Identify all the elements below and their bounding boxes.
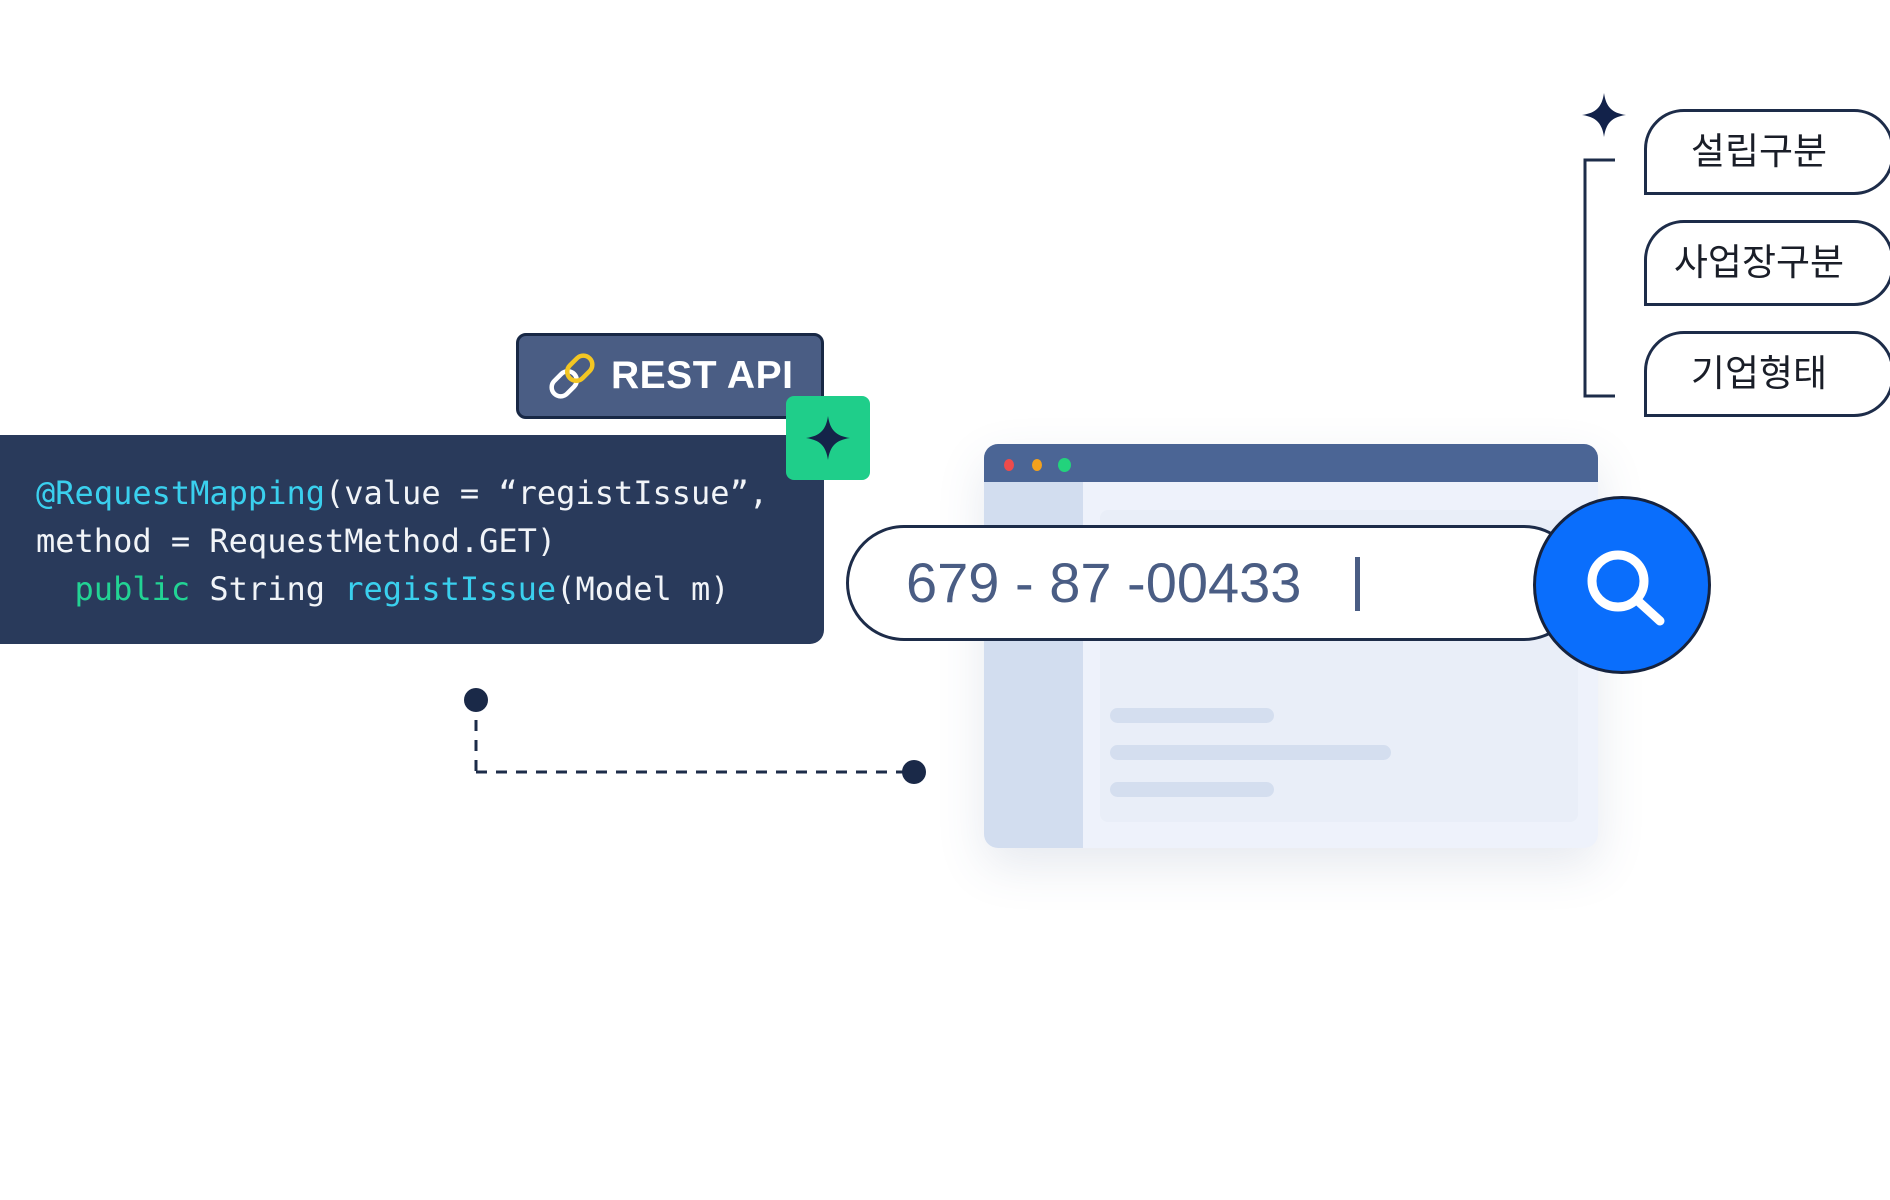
text-caret bbox=[1355, 557, 1360, 611]
rest-api-badge: REST API bbox=[516, 333, 824, 419]
content-placeholder-line bbox=[1110, 745, 1391, 760]
connector-end-dot bbox=[902, 760, 926, 784]
code-keyword: public bbox=[74, 570, 191, 608]
search-icon bbox=[1587, 550, 1665, 626]
code-line-1: @RequestMapping(value = “registIssue”, bbox=[36, 469, 824, 517]
rest-api-label: REST API bbox=[611, 354, 794, 397]
ai-sparkle-tile bbox=[786, 396, 870, 480]
search-input-value: 679 - 87 -00433 bbox=[906, 551, 1317, 614]
code-line-3: public String registIssue(Model m) bbox=[36, 565, 824, 613]
building-skyline-icon bbox=[1118, 268, 1468, 446]
browser-window bbox=[984, 444, 1598, 848]
tag-establishment-type[interactable]: 설립구분 bbox=[1644, 109, 1890, 195]
code-snippet-panel: @RequestMapping(value = “registIssue”, m… bbox=[0, 435, 824, 644]
code-line-2: method = RequestMethod.GET) bbox=[36, 517, 824, 565]
sparkle-icon bbox=[806, 416, 850, 460]
code-return-type: String bbox=[190, 570, 345, 608]
code-annotation-args: (value = “registIssue”, bbox=[324, 474, 769, 512]
content-placeholder-line bbox=[1110, 782, 1274, 797]
sparkle-icon bbox=[1582, 93, 1626, 137]
code-indent bbox=[36, 570, 75, 608]
minimize-dot-icon bbox=[1032, 459, 1042, 471]
code-method-arg: method = RequestMethod.GET) bbox=[36, 522, 557, 560]
search-button[interactable] bbox=[1533, 496, 1711, 674]
code-method-params: (Model m) bbox=[556, 570, 730, 608]
tag-company-type[interactable]: 기업형태 bbox=[1644, 331, 1890, 417]
connector-start-dot bbox=[464, 688, 488, 712]
link-icon bbox=[549, 353, 595, 399]
code-method-name: registIssue bbox=[344, 570, 557, 608]
browser-title-bar bbox=[984, 444, 1598, 482]
tag-group-bracket bbox=[1583, 158, 1615, 398]
close-dot-icon bbox=[1004, 459, 1014, 471]
content-placeholder-line bbox=[1110, 708, 1274, 723]
code-annotation: @RequestMapping bbox=[36, 474, 325, 512]
maximize-dot-icon bbox=[1058, 458, 1071, 472]
tag-workplace-type[interactable]: 사업장구분 bbox=[1644, 220, 1890, 306]
flow-connector bbox=[464, 688, 926, 784]
business-number-search-input[interactable] bbox=[846, 525, 1582, 641]
